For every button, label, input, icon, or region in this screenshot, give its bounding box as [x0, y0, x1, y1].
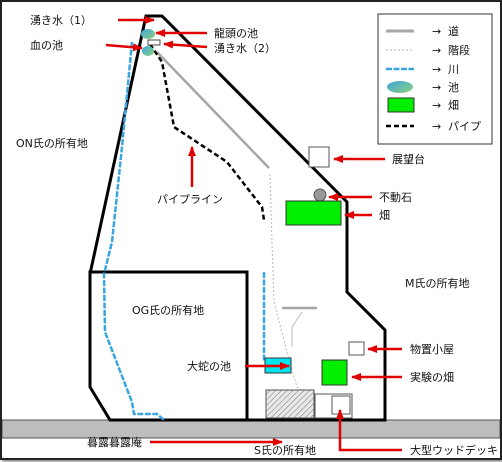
spring2-marker [147, 39, 161, 46]
label-on-land: ON氏の所有地 [16, 136, 88, 150]
legend-stairs-label: 階段 [448, 43, 470, 57]
label-spring1: 湧き水（1） [30, 14, 92, 27]
river [102, 41, 165, 421]
label-fudo-stone: 不動石 [379, 190, 412, 204]
legend: → 道 → 階段 → 川 → 池 → 畑 → パイプ [377, 13, 493, 145]
label-pipeline: パイプライン [157, 193, 223, 206]
legend-arrow: → [432, 81, 441, 94]
blood-pond [142, 46, 154, 56]
label-observation: 展望台 [392, 152, 425, 166]
cottage [265, 389, 315, 419]
pipeline [148, 43, 266, 221]
legend-pond-swatch [387, 81, 413, 93]
field [285, 200, 342, 226]
og-land-outline [88, 272, 249, 422]
observation-platform [308, 146, 330, 168]
legend-pond-label: 池 [448, 81, 459, 94]
label-deck: 大型ウッドデッキ [410, 443, 498, 457]
label-cottage: 暮露暮露庵 [87, 435, 142, 449]
road [156, 51, 270, 169]
stairs-curve [291, 311, 303, 347]
legend-arrow: → [432, 120, 441, 133]
legend-road-label: 道 [448, 24, 459, 38]
legend-arrow: → [432, 63, 441, 76]
label-m-land: M氏の所有地 [405, 276, 470, 290]
label-exp-field: 実験の畑 [410, 370, 454, 384]
label-spring2: 湧き水（2） [214, 42, 276, 55]
legend-river-label: 川 [448, 63, 459, 76]
label-storage-hut: 物置小屋 [410, 342, 454, 356]
legend-arrow: → [432, 99, 441, 112]
label-snake-pond: 大蛇の池 [187, 359, 231, 373]
arrow-blood-pond [105, 43, 143, 52]
storage-hut [348, 341, 365, 356]
arrow-spring2 [163, 40, 208, 49]
label-dragon-pond: 龍頭の池 [214, 26, 258, 40]
label-field: 畑 [379, 209, 390, 222]
legend-arrow: → [432, 25, 441, 38]
label-s-land: S氏の所有地 [254, 443, 316, 457]
label-blood-pond: 血の池 [30, 38, 63, 52]
legend-box [377, 13, 493, 145]
ground-strip [2, 419, 500, 439]
legend-arrow: → [432, 44, 441, 57]
dragon-pond [141, 29, 155, 39]
legend-field-swatch [387, 97, 415, 113]
arrow-deck [336, 409, 402, 452]
fudo-stone [313, 188, 327, 202]
stairs [269, 173, 313, 398]
legend-pipe-label: パイプ [448, 120, 481, 133]
property-outline [88, 14, 387, 422]
legend-field-label: 畑 [448, 99, 459, 112]
experimental-field [321, 359, 348, 386]
site-map-canvas: 湧き水（1） 血の池 龍頭の池 湧き水（2） ON氏の所有地 パイプライン 展望… [2, 13, 500, 457]
label-og-land: OG氏の所有地 [132, 303, 204, 317]
